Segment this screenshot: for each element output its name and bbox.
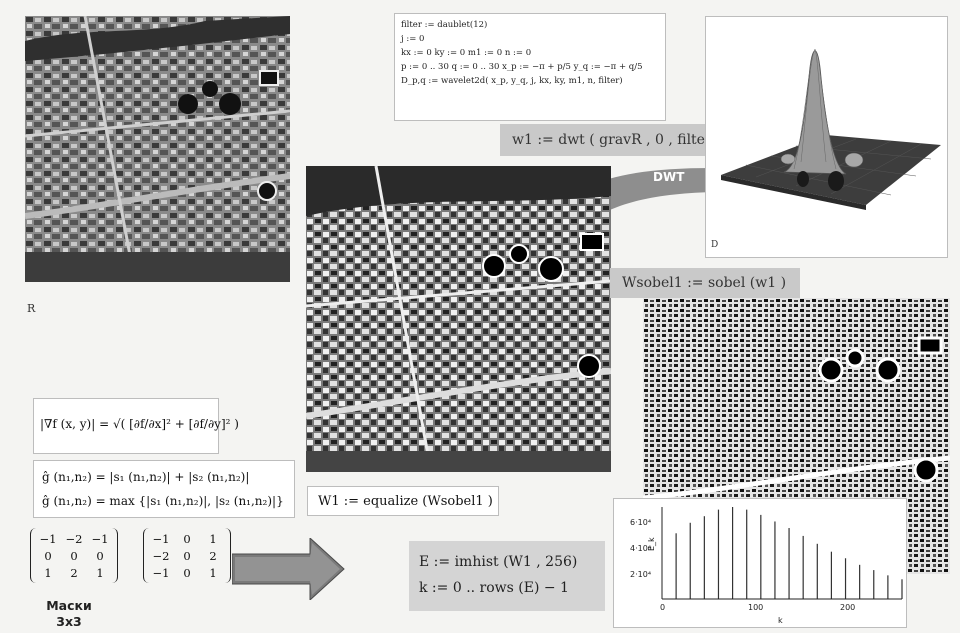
mask-h-cell: −1: [39, 531, 57, 546]
k-range-formula: k := 0 .. rows (E) − 1: [419, 580, 569, 596]
code-line-4: p := 0 .. 30 q := 0 .. 30 x_p := −π + p/…: [401, 62, 643, 72]
masks-caption: Маски 3x3: [34, 598, 104, 630]
big-right-arrow-icon: [232, 538, 345, 600]
code-block: filter := daublet(12) j := 0 kx := 0 ky …: [394, 13, 666, 121]
masks-caption-line2: 3x3: [56, 614, 82, 629]
mask-v-cell: 1: [209, 531, 217, 546]
masks-caption-line1: Маски: [46, 598, 92, 613]
mask-h-cell: 0: [96, 548, 104, 563]
g-sum-formula: ĝ (n₁,n₂) = |s₁ (n₁,n₂)| + |s₂ (n₁,n₂)|: [42, 470, 250, 484]
mask-vertical: −1 0 1 −2 0 2 −1 0 1: [143, 528, 231, 583]
y-tick-label: 6·10⁴: [630, 518, 651, 527]
mask-v-cell: −2: [152, 548, 170, 563]
mask-h-cell: −2: [65, 531, 83, 546]
x-axis-label: k: [778, 616, 783, 625]
x-tick-label: 100: [748, 603, 763, 612]
mask-h-cell: 1: [96, 565, 104, 580]
code-line-3: kx := 0 ky := 0 m1 := 0 n := 0: [401, 48, 532, 58]
surface-plot-panel: D: [705, 16, 948, 258]
mask-h-cell: 2: [70, 565, 78, 580]
aerial-photo-w1: [306, 166, 611, 472]
mask-h-cell: 0: [70, 548, 78, 563]
imhist-formula-box: E := imhist (W1 , 256) k := 0 .. rows (E…: [409, 541, 605, 611]
dwt-formula-box: w1 := dwt ( gravR , 0 , filter ): [500, 124, 728, 156]
mask-v-cell: −1: [152, 531, 170, 546]
mask-v-cell: 0: [183, 565, 191, 580]
imhist-formula: E := imhist (W1 , 256): [419, 554, 578, 570]
g-formulas-box: ĝ (n₁,n₂) = |s₁ (n₁,n₂)| + |s₂ (n₁,n₂)| …: [33, 460, 295, 518]
x-tick-label: 200: [840, 603, 855, 612]
mask-v-cell: 2: [209, 548, 217, 563]
caption-r: R: [27, 302, 36, 315]
g-max-formula: ĝ (n₁,n₂) = max {|s₁ (n₁,n₂)|, |s₂ (n₁,n…: [42, 494, 284, 508]
histogram-bars: [675, 507, 903, 599]
source-image-r: [25, 16, 290, 282]
mask-horizontal: −1 −2 −1 0 0 0 1 2 1: [30, 528, 118, 583]
code-line-5: D_p,q := wavelet2d( x_p, y_q, j, kx, ky,…: [401, 76, 623, 86]
mask-v-cell: −1: [152, 565, 170, 580]
y-tick-label: 4·10⁴: [630, 544, 651, 553]
y-tick-label: 2·10⁴: [630, 570, 651, 579]
mask-v-cell: 1: [209, 565, 217, 580]
code-line-2: j := 0: [401, 34, 425, 44]
dwt-arrow-label: DWT: [653, 170, 685, 184]
surface-plot-d: [721, 48, 941, 210]
sobel-formula-box: Wsobel1 := sobel (w1 ): [610, 268, 800, 298]
mask-v-cell: 0: [183, 531, 191, 546]
dwt-image-w1: [306, 166, 611, 472]
mask-h-cell: −1: [91, 531, 109, 546]
mask-v-cell: 0: [183, 548, 191, 563]
histogram-panel: 0 100 200 k 2·10⁴ 4·10⁴ 6·10⁴ E_k: [613, 498, 907, 628]
caption-d: D: [711, 240, 719, 250]
histogram-chart: 0 100 200 k 2·10⁴ 4·10⁴ 6·10⁴ E_k: [630, 507, 903, 625]
aerial-photo-r: [25, 16, 290, 282]
x-tick-label: 0: [660, 603, 665, 612]
code-line-1: filter := daublet(12): [401, 20, 488, 30]
y-axis-label: E_k: [647, 537, 656, 551]
gradient-formula: |∇f (x, y)| = √( [∂f/∂x]² + [∂f/∂y]² ): [33, 398, 239, 454]
mask-h-cell: 0: [44, 548, 52, 563]
equalize-formula: W1 := equalize (Wsobel1 ): [307, 486, 499, 516]
mask-h-cell: 1: [44, 565, 52, 580]
